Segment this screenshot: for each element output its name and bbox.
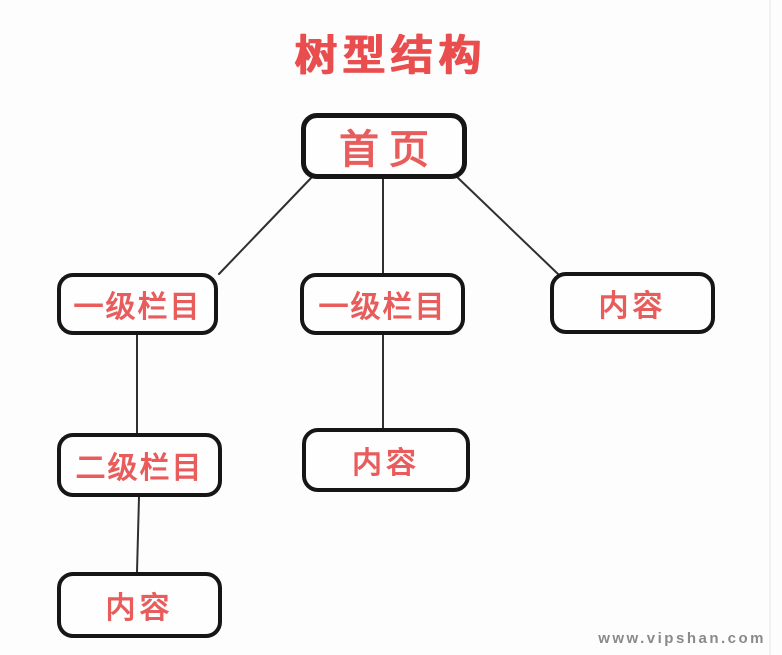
node-content-right-label: 内容 — [598, 290, 667, 323]
edge-home-to-content-right — [455, 175, 559, 275]
node-home-label: 首页 — [339, 128, 439, 172]
node-level1-mid-label: 一级栏目 — [318, 291, 447, 324]
node-level1-left: 一级栏目 — [57, 273, 218, 335]
node-level2-left: 二级栏目 — [57, 433, 222, 497]
node-level2-left-label: 二级栏目 — [75, 452, 204, 485]
diagram-title: 树型结构 — [294, 32, 487, 79]
node-content-mid-label: 内容 — [352, 447, 420, 480]
node-content-right: 内容 — [550, 272, 715, 334]
watermark: www.vipshan.com — [598, 630, 766, 647]
edge-home-to-level1-left — [218, 176, 313, 275]
right-edge-line — [769, 0, 771, 655]
node-content-bottom-label: 内容 — [105, 592, 174, 625]
node-content-mid: 内容 — [302, 428, 470, 492]
node-level1-left-label: 一级栏目 — [73, 291, 202, 324]
node-level1-mid: 一级栏目 — [300, 273, 465, 335]
node-home: 首页 — [301, 113, 467, 179]
node-content-bottom: 内容 — [57, 572, 222, 638]
edge-level2-to-content-bottom — [136, 496, 140, 573]
